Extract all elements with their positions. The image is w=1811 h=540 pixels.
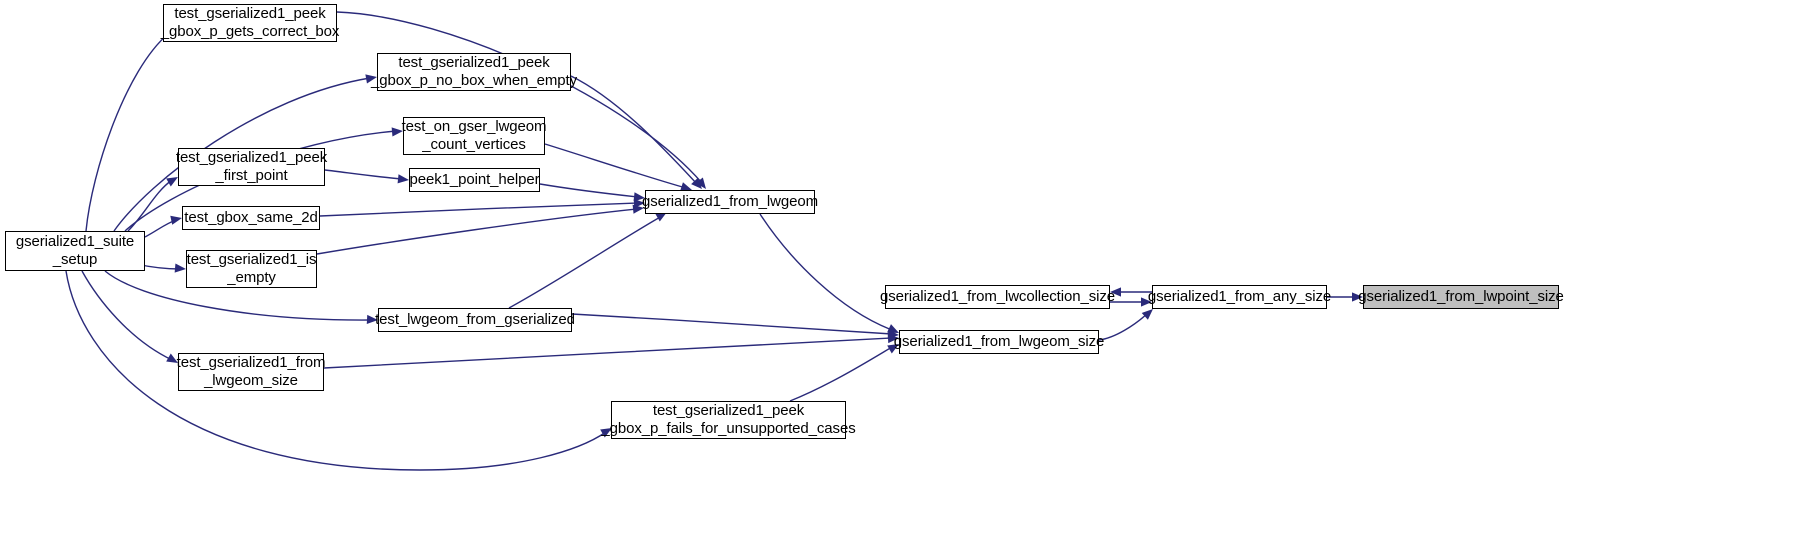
graph-node-n15[interactable]: gserialized1_from_lwpoint_size: [1358, 285, 1564, 309]
graph-node-n12[interactable]: gserialized1_from_lwcollection_size: [880, 285, 1115, 309]
graph-edge: [508, 215, 663, 309]
graph-edge: [323, 337, 893, 369]
graph-node-label: gserialized1_from_lwcollection_size: [880, 288, 1115, 305]
graph-node-n13[interactable]: gserialized1_from_lwgeom_size: [894, 330, 1104, 354]
graph-node-label: test_gserialized1_peek _gbox_p_no_box_wh…: [371, 54, 577, 89]
graph-edge: [324, 169, 403, 180]
graph-node-label: test_gserialized1_peek _gbox_p_fails_for…: [601, 402, 856, 437]
graph-edge: [539, 183, 639, 198]
graph-node-label: peek1_point_helper: [409, 171, 540, 188]
graph-node-label: test_gserialized1_peek _first_point: [175, 149, 328, 184]
graph-node-n7[interactable]: test_gserialized1_is _empty: [186, 250, 317, 288]
graph-edge-arrowhead: [174, 263, 186, 273]
graph-edge: [81, 270, 173, 361]
graph-edge: [65, 270, 607, 471]
graph-node-n6[interactable]: test_gbox_same_2d: [182, 206, 320, 230]
graph-node-label: gserialized1_suite _setup: [15, 233, 135, 268]
graph-edge: [789, 346, 893, 402]
graph-node-n5[interactable]: peek1_point_helper: [409, 168, 540, 192]
graph-edge: [316, 208, 638, 255]
graph-edge: [85, 33, 169, 232]
graph-node-n0[interactable]: gserialized1_suite _setup: [5, 231, 145, 271]
graph-node-n1[interactable]: test_gserialized1_peek _gbox_p_gets_corr…: [160, 4, 340, 42]
graph-edge: [1098, 312, 1149, 341]
graph-node-label: test_gserialized1_peek _gbox_p_gets_corr…: [160, 5, 340, 40]
graph-node-n11[interactable]: test_gserialized1_peek _gbox_p_fails_for…: [601, 401, 856, 439]
graph-edge: [144, 219, 177, 238]
graph-node-label: test_gserialized1_is _empty: [186, 251, 317, 286]
graph-node-label: test_lwgeom_from_gserialized: [375, 311, 575, 328]
graph-node-label: test_gbox_same_2d: [184, 209, 318, 226]
graph-node-n14[interactable]: gserialized1_from_any_size: [1148, 285, 1331, 309]
graph-node-label: gserialized1_from_any_size: [1147, 288, 1332, 305]
graph-edge: [319, 202, 639, 217]
graph-node-n9[interactable]: test_lwgeom_from_gserialized: [375, 308, 575, 332]
graph-node-n8[interactable]: gserialized1_from_lwgeom: [641, 190, 819, 214]
graph-edge: [336, 11, 703, 184]
graph-node-n2[interactable]: test_gserialized1_peek _gbox_p_no_box_wh…: [371, 53, 577, 91]
graph-edge: [571, 313, 893, 335]
graph-node-n4[interactable]: test_gserialized1_peek _first_point: [175, 148, 328, 186]
graph-node-label: gserialized1_from_lwpoint_size: [1358, 288, 1564, 305]
graph-node-label: test_on_gser_lwgeom _count_vertices: [401, 118, 547, 153]
graph-node-label: gserialized1_from_lwgeom_size: [893, 333, 1105, 350]
graph-edge: [570, 75, 698, 185]
graph-edge: [759, 213, 893, 331]
graph-node-label: test_gserialized1_from _lwgeom_size: [176, 354, 326, 389]
graph-edge: [127, 179, 173, 232]
graph-edge-arrowhead: [397, 174, 409, 184]
graph-node-n3[interactable]: test_on_gser_lwgeom _count_vertices: [401, 117, 547, 155]
graph-node-n10[interactable]: test_gserialized1_from _lwgeom_size: [176, 353, 326, 391]
graph-node-label: gserialized1_from_lwgeom: [641, 193, 819, 210]
graph-edge: [544, 143, 687, 189]
